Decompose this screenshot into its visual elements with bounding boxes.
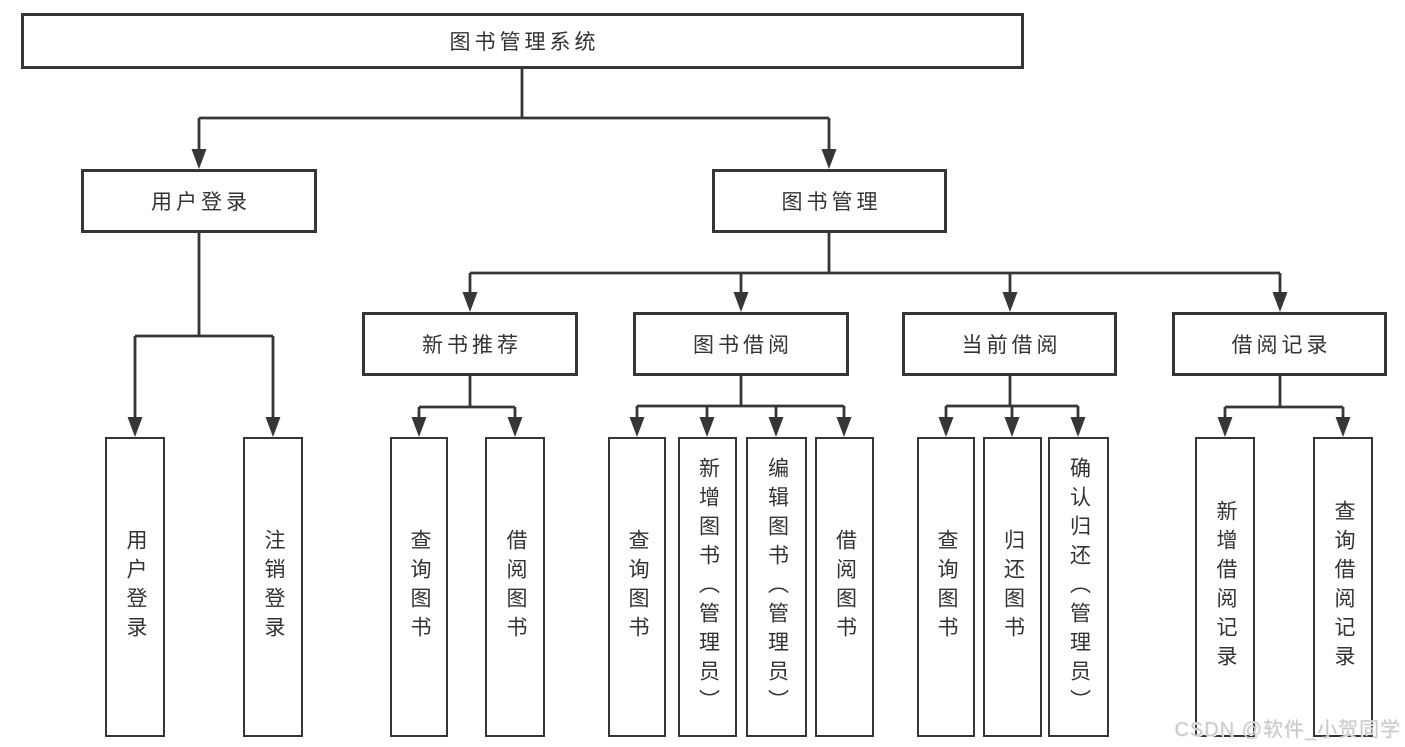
node-user-login-label: 用户登录	[151, 191, 251, 214]
leaf-borrow-books-1: 借阅图书	[485, 437, 545, 737]
leaf-return-book-label: 归还图书	[1001, 529, 1025, 645]
node-root-label: 图书管理系统	[449, 31, 600, 54]
leaf-edit-book-admin-label: 编辑图书（管理员）	[765, 456, 789, 718]
leaf-borrow-books-2-label: 借阅图书	[833, 529, 857, 645]
leaf-query-books-1-label: 查询图书	[408, 529, 431, 645]
leaf-query-books-3-label: 查询图书	[935, 529, 958, 645]
leaf-query-books-3: 查询图书	[917, 437, 975, 737]
node-book-management-label: 图书管理	[781, 191, 882, 214]
leaf-add-borrow-record: 新增借阅记录	[1195, 437, 1255, 737]
node-user-login: 用户登录	[81, 169, 317, 233]
node-book-borrow: 图书借阅	[633, 312, 849, 376]
leaf-query-books-1: 查询图书	[390, 437, 448, 737]
node-new-book-recommend-label: 新书推荐	[422, 334, 522, 357]
node-book-management: 图书管理	[712, 169, 947, 233]
node-borrow-records-label: 借阅记录	[1231, 334, 1332, 357]
node-borrow-records: 借阅记录	[1172, 312, 1387, 376]
leaf-add-borrow-record-label: 新增借阅记录	[1214, 500, 1237, 674]
leaf-query-borrow-record: 查询借阅记录	[1313, 437, 1373, 737]
node-book-borrow-label: 图书借阅	[693, 334, 793, 357]
node-current-borrow-label: 当前借阅	[961, 334, 1062, 357]
leaf-borrow-books-2: 借阅图书	[815, 437, 874, 737]
node-current-borrow: 当前借阅	[902, 312, 1117, 376]
leaf-user-login-label: 用户登录	[124, 529, 147, 645]
leaf-edit-book-admin: 编辑图书（管理员）	[746, 437, 807, 737]
leaf-logout-label: 注销登录	[262, 529, 285, 645]
leaf-query-books-2: 查询图书	[608, 437, 666, 737]
leaf-borrow-books-1-label: 借阅图书	[504, 529, 527, 645]
leaf-query-books-2-label: 查询图书	[626, 529, 649, 645]
node-root: 图书管理系统	[21, 13, 1024, 69]
leaf-add-book-admin-label: 新增图书（管理员）	[696, 456, 720, 718]
connector-path	[133, 69, 1345, 419]
leaf-query-borrow-record-label: 查询借阅记录	[1332, 500, 1355, 674]
leaf-return-book: 归还图书	[983, 437, 1042, 737]
leaf-add-book-admin: 新增图书（管理员）	[678, 437, 737, 737]
arrowheads	[127, 149, 1351, 437]
node-new-book-recommend: 新书推荐	[362, 312, 578, 376]
leaf-user-login: 用户登录	[105, 437, 165, 737]
leaf-logout: 注销登录	[243, 437, 303, 737]
leaf-confirm-return-admin-label: 确认归还（管理员）	[1067, 456, 1091, 718]
csdn-watermark: CSDN @软件_小贺同学	[1174, 719, 1401, 741]
leaf-confirm-return-admin: 确认归还（管理员）	[1048, 437, 1109, 737]
